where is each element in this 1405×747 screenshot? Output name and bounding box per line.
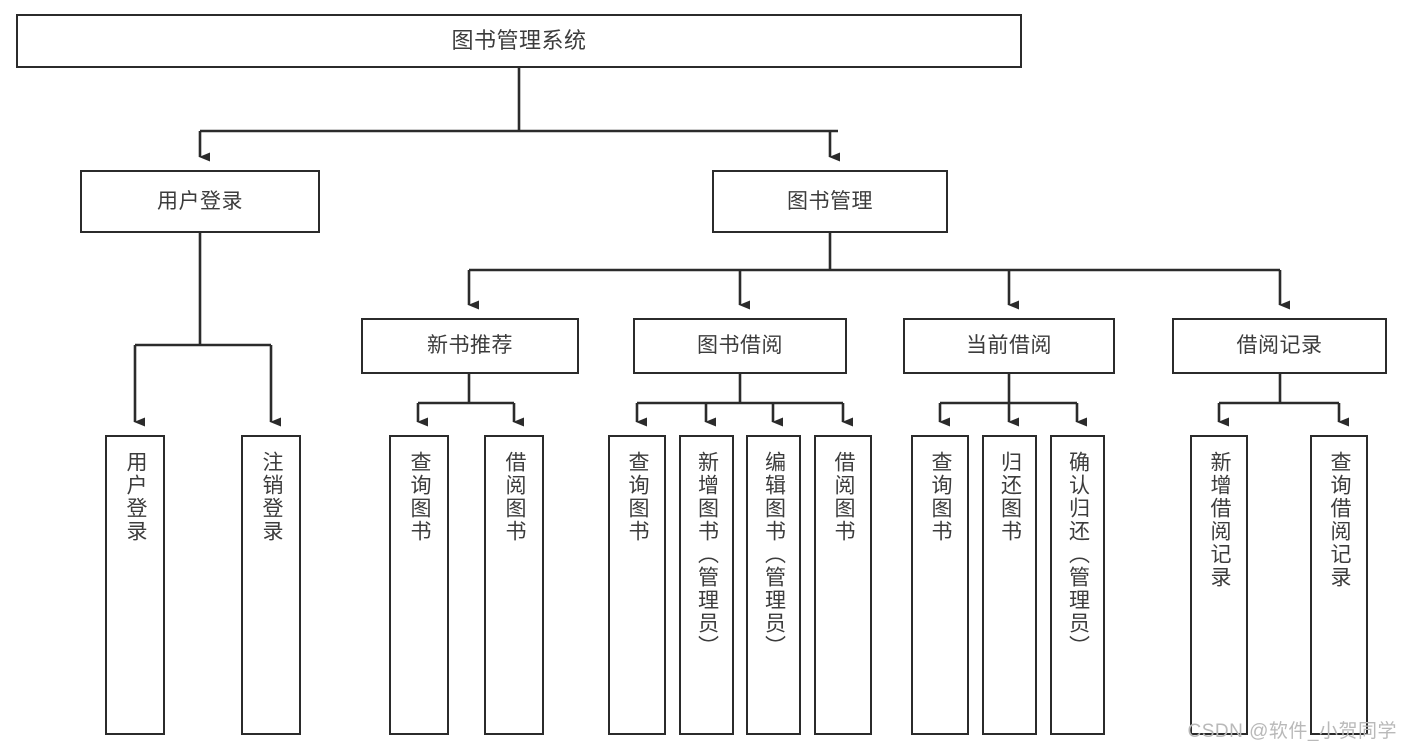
leaf-bb-edit-book-label: 编辑图书（管理员） xyxy=(762,451,786,658)
leaf-bb-add-book[interactable]: 新增图书（管理员） xyxy=(679,435,734,735)
node-book-borrow-label: 图书借阅 xyxy=(697,334,783,358)
node-user-login[interactable]: 用户登录 xyxy=(80,170,320,233)
leaf-bb-query-book[interactable]: 查询图书 xyxy=(608,435,666,735)
leaf-user-login[interactable]: 用户登录 xyxy=(105,435,165,735)
leaf-rec-borrow-book-label: 借阅图书 xyxy=(503,451,527,543)
node-user-login-label: 用户登录 xyxy=(157,189,243,213)
leaf-cb-query-book[interactable]: 查询图书 xyxy=(911,435,969,735)
node-borrow-record-label: 借阅记录 xyxy=(1236,334,1323,358)
leaf-cb-return-book[interactable]: 归还图书 xyxy=(982,435,1037,735)
leaf-cb-return-book-label: 归还图书 xyxy=(998,451,1022,543)
leaf-bb-borrow-book-label: 借阅图书 xyxy=(832,451,856,543)
leaf-cb-confirm-return[interactable]: 确认归还（管理员） xyxy=(1050,435,1105,735)
node-book-borrow[interactable]: 图书借阅 xyxy=(633,318,847,374)
leaf-bb-edit-book[interactable]: 编辑图书（管理员） xyxy=(746,435,801,735)
leaf-rec-query-book-label: 查询图书 xyxy=(408,451,432,543)
node-book-management-label: 图书管理 xyxy=(787,189,873,213)
leaf-bb-borrow-book[interactable]: 借阅图书 xyxy=(814,435,872,735)
node-new-book-recommendation-label: 新书推荐 xyxy=(427,334,513,358)
leaf-user-logout[interactable]: 注销登录 xyxy=(241,435,301,735)
leaf-rec-borrow-book[interactable]: 借阅图书 xyxy=(484,435,544,735)
leaf-bb-query-book-label: 查询图书 xyxy=(626,451,650,543)
node-borrow-record[interactable]: 借阅记录 xyxy=(1172,318,1387,374)
node-book-management[interactable]: 图书管理 xyxy=(712,170,948,233)
node-root[interactable]: 图书管理系统 xyxy=(16,14,1022,68)
leaf-user-login-label: 用户登录 xyxy=(124,451,148,543)
leaf-cb-query-book-label: 查询图书 xyxy=(929,451,953,543)
leaf-user-logout-label: 注销登录 xyxy=(260,451,284,543)
node-root-label: 图书管理系统 xyxy=(451,27,587,53)
node-current-borrow[interactable]: 当前借阅 xyxy=(903,318,1115,374)
leaf-br-query-record[interactable]: 查询借阅记录 xyxy=(1310,435,1368,735)
csdn-watermark: CSDN @软件_小贺同学 xyxy=(1187,721,1397,742)
node-current-borrow-label: 当前借阅 xyxy=(966,334,1052,358)
leaf-br-add-record-label: 新增借阅记录 xyxy=(1208,451,1232,589)
leaf-bb-add-book-label: 新增图书（管理员） xyxy=(695,451,719,658)
node-new-book-recommendation[interactable]: 新书推荐 xyxy=(361,318,579,374)
leaf-cb-confirm-return-label: 确认归还（管理员） xyxy=(1066,451,1090,658)
leaf-rec-query-book[interactable]: 查询图书 xyxy=(389,435,449,735)
leaf-br-add-record[interactable]: 新增借阅记录 xyxy=(1190,435,1248,735)
leaf-br-query-record-label: 查询借阅记录 xyxy=(1328,451,1352,589)
